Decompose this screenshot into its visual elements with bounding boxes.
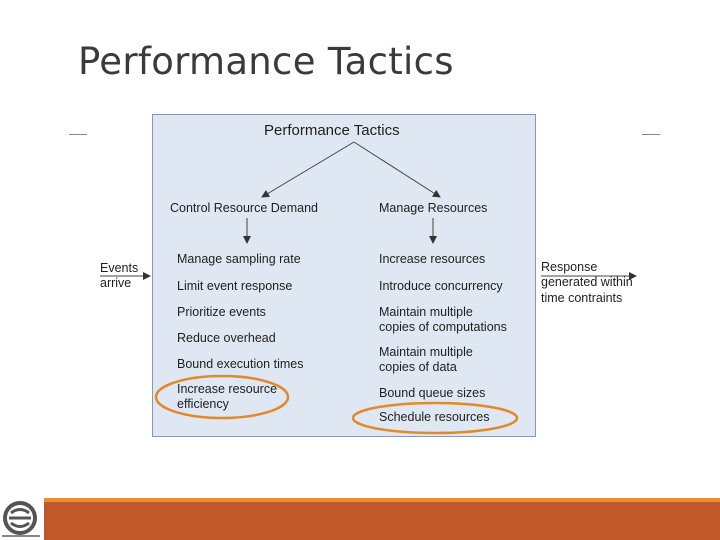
tactic-maintain-copies-computations-line1: Maintain multiple — [379, 305, 473, 319]
tactic-manage-sampling-rate: Manage sampling rate — [177, 252, 301, 266]
tactic-maintain-copies-data-line2: copies of data — [379, 360, 457, 374]
tactic-limit-event-response: Limit event response — [177, 279, 293, 293]
tactic-maintain-copies-computations-line2: copies of computations — [379, 320, 507, 334]
logo-icon — [0, 498, 44, 540]
right-branch-heading: Manage Resources — [379, 201, 488, 215]
footer-accent-bar — [0, 498, 720, 502]
tactic-prioritize-events: Prioritize events — [177, 305, 266, 319]
output-label-line1: Response — [541, 260, 598, 274]
left-branch-heading: Control Resource Demand — [170, 201, 318, 215]
tactic-bound-queue-sizes: Bound queue sizes — [379, 386, 486, 400]
tactic-reduce-overhead: Reduce overhead — [177, 331, 276, 345]
tactic-schedule-resources: Schedule resources — [379, 410, 490, 424]
output-label-line3: time contraints — [541, 291, 623, 305]
output-label-line2: generated within — [541, 275, 633, 289]
tactic-increase-resource-efficiency-line2: efficiency — [177, 397, 229, 411]
tactic-introduce-concurrency: Introduce concurrency — [379, 279, 503, 293]
tactic-increase-resources: Increase resources — [379, 252, 486, 266]
title-rule-right — [642, 134, 660, 135]
slide-title: Performance Tactics — [78, 40, 454, 83]
tactic-increase-resource-efficiency-line1: Increase resource — [177, 382, 278, 396]
tactic-bound-execution-times: Bound execution times — [177, 357, 304, 371]
footer-bar — [0, 502, 720, 540]
input-label-line1: Events — [100, 261, 139, 275]
title-rule-left — [69, 134, 87, 135]
tactic-maintain-copies-data-line1: Maintain multiple — [379, 345, 473, 359]
input-label-line2: arrive — [100, 276, 132, 290]
diagram-title: Performance Tactics — [264, 122, 400, 139]
